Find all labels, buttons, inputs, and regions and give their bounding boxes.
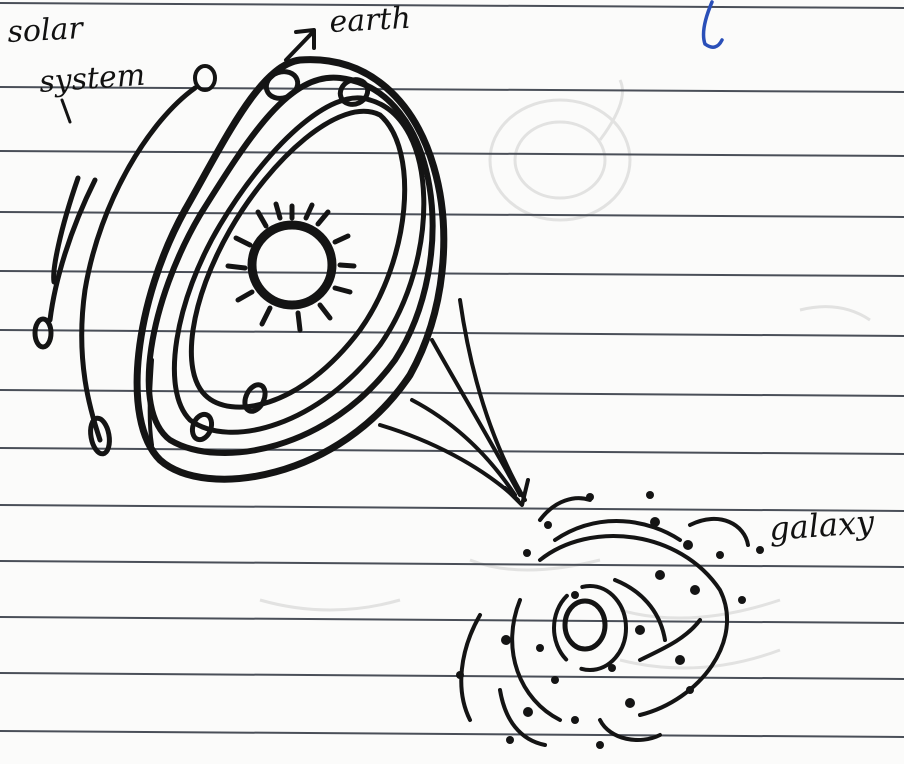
galaxy-core: [554, 586, 626, 670]
earth-pointer-arrow: [286, 30, 314, 60]
zoom-arrows: [380, 300, 528, 505]
blue-ink-mark: [704, 2, 722, 47]
solar-system-figure: [35, 30, 444, 479]
planet-lower-1: [241, 382, 269, 415]
label-system-pointer: [62, 100, 70, 122]
planet-left-1: [35, 319, 51, 347]
earth-planet: [263, 67, 302, 102]
orbit-1: [191, 111, 404, 407]
label-earth: earth: [329, 1, 412, 40]
label-solar: solar: [7, 11, 86, 50]
label-system: system: [38, 58, 146, 100]
planet-small-top: [195, 66, 215, 90]
label-galaxy: galaxy: [768, 503, 876, 548]
sun-icon: [228, 204, 354, 330]
orbit-8-arc: [150, 360, 152, 445]
